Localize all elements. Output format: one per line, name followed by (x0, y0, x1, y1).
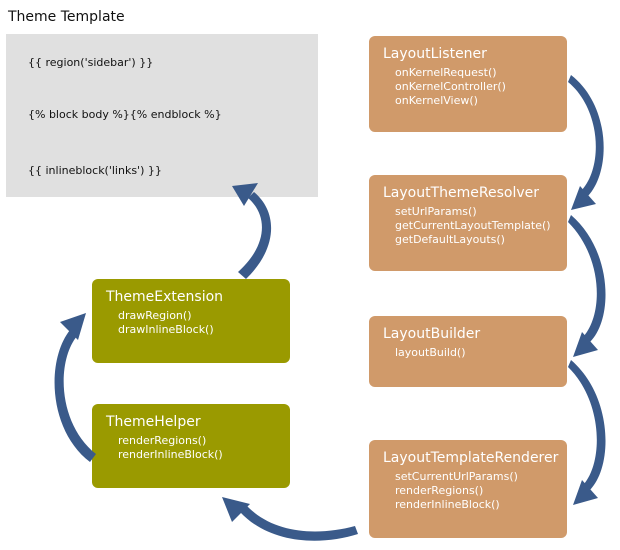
template-title: Theme Template (8, 9, 125, 25)
arrowhead (573, 332, 598, 357)
arrowhead (571, 186, 596, 210)
box-title: LayoutThemeResolver (383, 185, 539, 201)
theme-extension-box: ThemeExtension drawRegion() drawInlineBl… (92, 279, 290, 363)
box-title: ThemeExtension (106, 289, 224, 305)
box-method: onKernelController() (395, 80, 506, 93)
template-line-region: {{ region('sidebar') }} (28, 56, 154, 69)
box-title: LayoutListener (383, 46, 487, 62)
box-method: setCurrentUrlParams() (395, 470, 518, 483)
box-method: getCurrentLayoutTemplate() (395, 219, 551, 232)
arrow-builder-to-renderer (568, 360, 606, 490)
box-title: LayoutTemplateRenderer (383, 450, 559, 466)
box-title: ThemeHelper (106, 414, 201, 430)
box-method: drawInlineBlock() (118, 323, 214, 336)
box-method: drawRegion() (118, 309, 192, 322)
box-method: layoutBuild() (395, 346, 466, 359)
arrow-extension-to-template (238, 192, 272, 279)
arrow-resolver-to-builder (568, 215, 606, 342)
template-line-block: {% block body %}{% endblock %} (28, 108, 222, 121)
box-method: renderRegions() (395, 484, 484, 497)
arrow-helper-to-extension (54, 330, 96, 462)
arrowhead (222, 497, 250, 522)
arrow-renderer-to-helper (240, 506, 358, 541)
box-method: getDefaultLayouts() (395, 233, 505, 246)
box-method: renderRegions() (118, 434, 207, 447)
template-line-inlineblock: {{ inlineblock('links') }} (28, 164, 162, 177)
arrowhead (60, 313, 86, 340)
theme-template-panel: {{ region('sidebar') }} {% block body %}… (6, 34, 318, 197)
box-method: renderInlineBlock() (118, 448, 223, 461)
box-method: renderInlineBlock() (395, 498, 500, 511)
box-title: LayoutBuilder (383, 326, 481, 342)
arrowhead (232, 183, 258, 206)
layout-listener-box: LayoutListener onKernelRequest() onKerne… (369, 36, 567, 132)
arrow-listener-to-resolver (568, 75, 604, 196)
theme-helper-box: ThemeHelper renderRegions() renderInline… (92, 404, 290, 488)
layout-template-renderer-box: LayoutTemplateRenderer setCurrentUrlPara… (369, 440, 567, 538)
layout-builder-box: LayoutBuilder layoutBuild() (369, 316, 567, 387)
box-method: setUrlParams() (395, 205, 477, 218)
box-method: onKernelRequest() (395, 66, 497, 79)
box-method: onKernelView() (395, 94, 478, 107)
layout-theme-resolver-box: LayoutThemeResolver setUrlParams() getCu… (369, 175, 567, 271)
arrowhead (573, 480, 598, 505)
